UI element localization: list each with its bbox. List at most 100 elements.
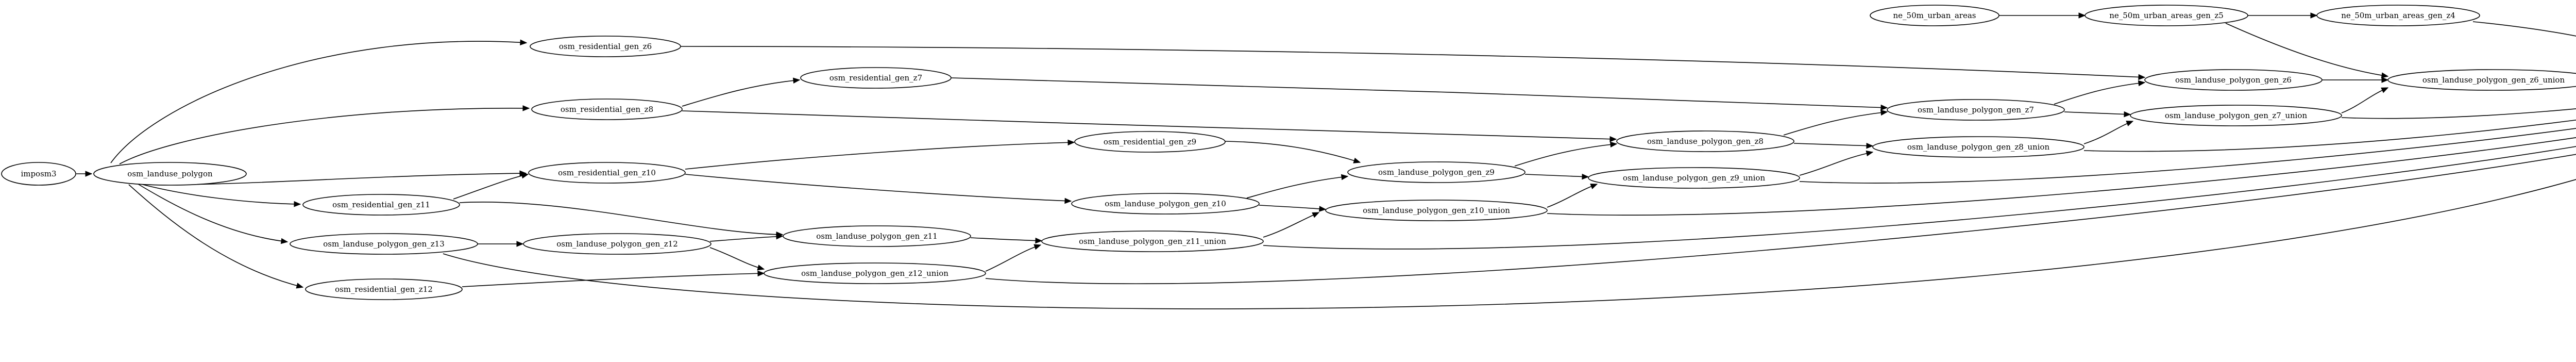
- edge-osm_landuse_polygon_gen_z7-to-osm_landuse_polygon_gen_z6: [2054, 80, 2146, 105]
- edge-osm_residential_gen_z11-to-osm_residential_gen_z10: [453, 173, 529, 200]
- node-osm_landuse_polygon_gen_z8_union[interactable]: osm_landuse_polygon_gen_z8_union: [1872, 136, 2084, 158]
- edge-osm_landuse_polygon_gen_z9_union-to-osm_landuse_polygon_gen_z8_union: [1799, 150, 1874, 176]
- node-osm_landuse_polygon_gen_z8[interactable]: osm_landuse_polygon_gen_z8: [1616, 130, 1794, 152]
- node-osm_landuse_polygon_gen_z10_union[interactable]: osm_landuse_polygon_gen_z10_union: [1325, 200, 1548, 221]
- node-label: osm_landuse_polygon_gen_z11_union: [1079, 237, 1226, 246]
- edge-path: [2083, 119, 2576, 152]
- node-ellipse[interactable]: [783, 225, 971, 247]
- edge-path: [709, 247, 765, 270]
- edge-path: [459, 202, 783, 235]
- edge-path: [685, 174, 1072, 202]
- edges-layer: [76, 12, 2576, 309]
- node-ellipse[interactable]: [531, 98, 683, 120]
- edge-osm_landuse_polygon-to-osm_landuse_polygon_gen_z13: [138, 184, 289, 244]
- node-label: osm_landuse_polygon_gen_z10: [1105, 199, 1226, 208]
- node-ellipse[interactable]: [530, 36, 681, 57]
- node-label: osm_landuse_polygon_gen_z12: [556, 239, 678, 249]
- node-ellipse[interactable]: [800, 67, 952, 89]
- node-ellipse[interactable]: [1325, 200, 1548, 221]
- node-ellipse[interactable]: [1071, 193, 1260, 215]
- edge-osm_landuse_polygon_gen_z10_union-to-legend: [1547, 137, 2576, 216]
- edge-path: [110, 41, 527, 163]
- node-ellipse[interactable]: [1887, 99, 2065, 121]
- node-ellipse[interactable]: [1347, 161, 1526, 183]
- edge-osm_landuse_polygon_gen_z8-to-osm_landuse_polygon_gen_z7: [1783, 109, 1888, 136]
- node-osm_landuse_polygon_gen_z9_union[interactable]: osm_landuse_polygon_gen_z9_union: [1588, 167, 1800, 189]
- node-ellipse[interactable]: [1870, 5, 1999, 26]
- edge-osm_landuse_polygon-to-osm_residential_gen_z12: [128, 184, 304, 289]
- edge-osm_residential_gen_z11-to-osm_landuse_polygon_gen_z11: [459, 202, 784, 238]
- arrow-head-icon: [792, 77, 801, 84]
- node-ellipse[interactable]: [764, 262, 986, 284]
- edge-osm_landuse_polygon_gen_z13-to-osm_landuse_polygon_gen_z12: [478, 241, 524, 247]
- edge-path: [685, 142, 1075, 170]
- node-osm_landuse_polygon_gen_z6_union[interactable]: osm_landuse_polygon_gen_z6_union: [2387, 69, 2576, 91]
- node-ellipse[interactable]: [2130, 105, 2342, 126]
- node-osm_landuse_polygon_gen_z11[interactable]: osm_landuse_polygon_gen_z11: [783, 225, 971, 247]
- arrow-head-icon: [1866, 142, 1874, 149]
- edge-ne_50m_urban_areas_gen_z4-to-legend: [2472, 21, 2576, 37]
- node-osm_residential_gen_z8[interactable]: osm_residential_gen_z8: [531, 98, 683, 120]
- node-ellipse[interactable]: [528, 162, 686, 184]
- node-osm_landuse_polygon[interactable]: osm_landuse_polygon: [93, 162, 247, 186]
- node-ellipse[interactable]: [523, 233, 711, 255]
- node-osm_residential_gen_z10[interactable]: osm_residential_gen_z10: [528, 162, 686, 184]
- node-ellipse[interactable]: [290, 233, 478, 255]
- edge-path: [1783, 111, 1888, 136]
- node-label: ne_50m_urban_areas_gen_z5: [2109, 11, 2224, 20]
- edge-path: [1263, 212, 1319, 238]
- edge-path: [2472, 21, 2576, 37]
- node-osm_residential_gen_z11[interactable]: osm_residential_gen_z11: [302, 194, 460, 216]
- edge-path: [1514, 143, 1617, 167]
- node-osm_landuse_polygon_gen_z7_union[interactable]: osm_landuse_polygon_gen_z7_union: [2130, 105, 2342, 126]
- node-ellipse[interactable]: [2316, 5, 2480, 26]
- node-ellipse[interactable]: [2084, 5, 2248, 26]
- node-ellipse[interactable]: [2387, 69, 2576, 91]
- edge-osm_landuse_polygon_gen_z10-to-osm_landuse_polygon_gen_z10_union: [1259, 205, 1327, 212]
- node-ellipse[interactable]: [1616, 130, 1794, 152]
- node-osm_residential_gen_z12[interactable]: osm_residential_gen_z12: [305, 278, 463, 300]
- node-ellipse[interactable]: [1074, 131, 1226, 153]
- edge-path: [2341, 108, 2576, 119]
- node-osm_landuse_polygon_gen_z6[interactable]: osm_landuse_polygon_gen_z6: [2144, 69, 2323, 91]
- arrow-head-icon: [516, 241, 524, 247]
- edge-path: [985, 154, 2576, 284]
- node-label: osm_landuse_polygon_gen_z6_union: [2422, 75, 2565, 85]
- node-ellipse[interactable]: [305, 278, 463, 300]
- arrow-head-icon: [1067, 139, 1075, 146]
- node-ellipse[interactable]: [1588, 167, 1800, 189]
- node-ellipse[interactable]: [93, 162, 247, 186]
- node-osm_residential_gen_z7[interactable]: osm_residential_gen_z7: [800, 67, 952, 89]
- node-ne_50m_urban_areas_gen_z4[interactable]: ne_50m_urban_areas_gen_z4: [2316, 5, 2480, 26]
- node-osm_landuse_polygon_gen_z13[interactable]: osm_landuse_polygon_gen_z13: [290, 233, 478, 255]
- node-ellipse[interactable]: [1041, 231, 1264, 252]
- node-osm_residential_gen_z9[interactable]: osm_residential_gen_z9: [1074, 131, 1226, 153]
- arrow-head-icon: [1866, 150, 1874, 157]
- node-label: osm_landuse_polygon_gen_z9_union: [1623, 173, 1766, 183]
- node-ne_50m_urban_areas[interactable]: ne_50m_urban_areas: [1870, 5, 1999, 26]
- node-osm_landuse_polygon_gen_z9[interactable]: osm_landuse_polygon_gen_z9: [1347, 161, 1526, 183]
- node-ellipse[interactable]: [1872, 136, 2084, 158]
- edge-osm_landuse_polygon_gen_z7-to-osm_landuse_polygon_gen_z7_union: [2064, 111, 2131, 118]
- node-ne_50m_urban_areas_gen_z5[interactable]: ne_50m_urban_areas_gen_z5: [2084, 5, 2248, 26]
- edge-osm_landuse_polygon_gen_z6-to-osm_landuse_polygon_gen_z6_union: [2322, 77, 2389, 83]
- node-osm_landuse_polygon_gen_z12_union[interactable]: osm_landuse_polygon_gen_z12_union: [764, 262, 986, 284]
- node-osm_landuse_polygon_gen_z10[interactable]: osm_landuse_polygon_gen_z10: [1071, 193, 1260, 215]
- node-osm_landuse_polygon_gen_z12[interactable]: osm_landuse_polygon_gen_z12: [523, 233, 711, 255]
- node-label: osm_landuse_polygon_gen_z7: [1918, 105, 2034, 114]
- arrow-head-icon: [1590, 184, 1598, 189]
- node-ellipse[interactable]: [2144, 69, 2323, 91]
- node-osm_residential_gen_z6[interactable]: osm_residential_gen_z6: [530, 36, 681, 57]
- node-ellipse[interactable]: [1, 162, 76, 186]
- edge-path: [1524, 174, 1589, 177]
- arrow-head-icon: [2138, 80, 2146, 87]
- node-osm_landuse_polygon_gen_z11_union[interactable]: osm_landuse_polygon_gen_z11_union: [1041, 231, 1264, 252]
- node-label: osm_landuse_polygon_gen_z11: [816, 232, 938, 241]
- edge-path: [462, 273, 765, 287]
- edge-path: [1259, 205, 1326, 210]
- arrow-head-icon: [85, 171, 93, 177]
- node-ellipse[interactable]: [302, 194, 460, 216]
- node-imposm3[interactable]: imposm3: [1, 162, 76, 186]
- node-osm_landuse_polygon_gen_z7[interactable]: osm_landuse_polygon_gen_z7: [1887, 99, 2065, 121]
